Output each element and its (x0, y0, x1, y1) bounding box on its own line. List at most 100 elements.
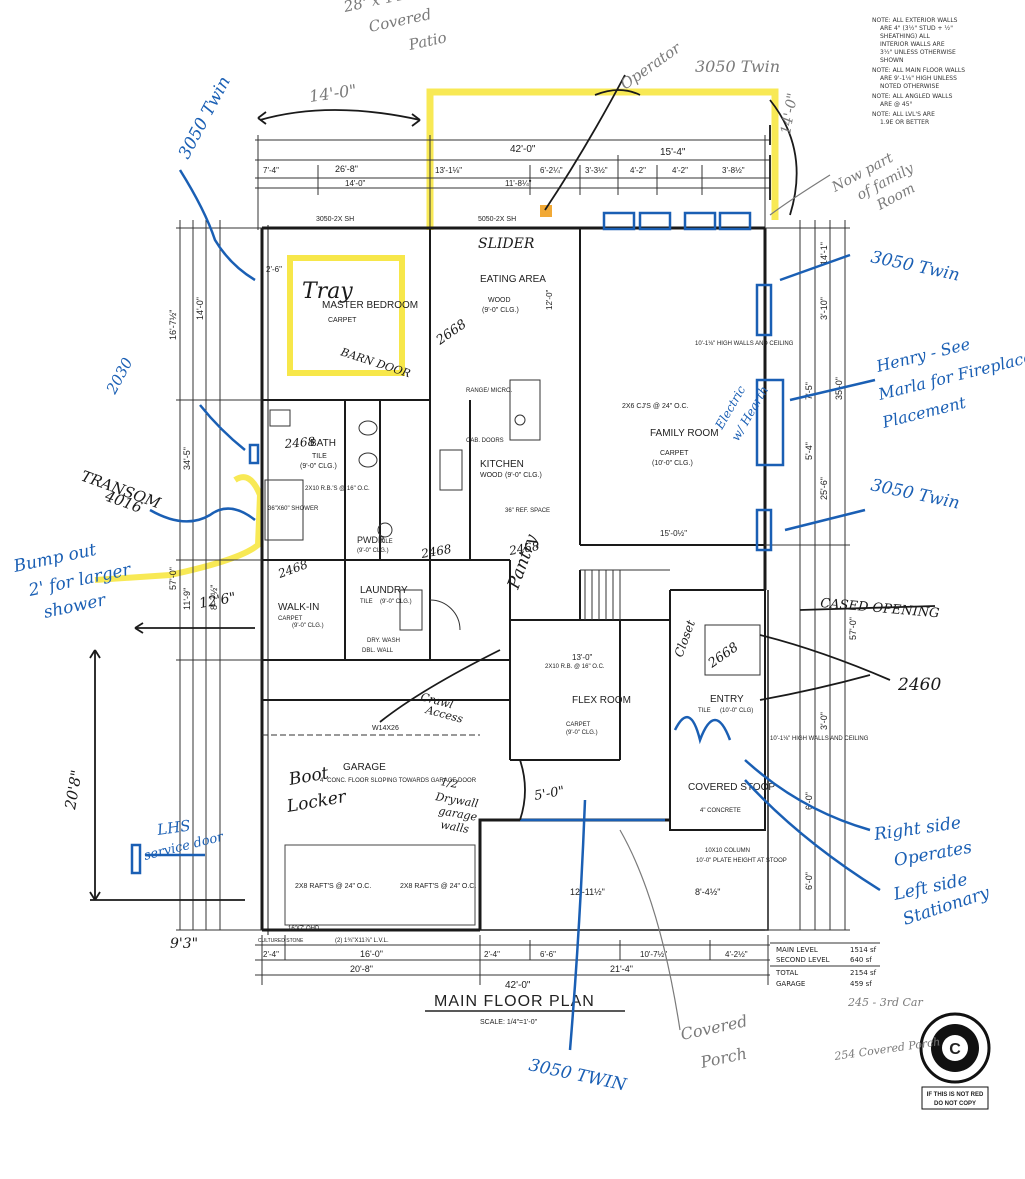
dim-top-seg-6: 4'-2" (630, 166, 646, 175)
window-label-top: 3050-2X SH (316, 216, 354, 223)
general-notes: NOTE: ALL EXTERIOR WALLS ARE 4" (3½" STU… (872, 17, 965, 126)
note-covered-porch-line: Covered (679, 1011, 749, 1044)
dim-stoop: 8'-4½" (695, 887, 720, 897)
area-label: TOTAL (775, 969, 798, 977)
black-markups (89, 74, 936, 901)
room-kitchen-ceiling: (9'-0" CLG.) (505, 472, 542, 479)
room-entry-name: ENTRY (710, 694, 744, 705)
room-bath-ceiling: (9'-0" CLG.) (300, 463, 337, 470)
room-flex-name: FLEX ROOM (572, 695, 631, 706)
room-stoop: COVERED STOOP 4" CONCRETE 10X10 COLUMN 1… (688, 782, 787, 864)
note-boot-line: Boot (286, 763, 330, 790)
room-eating-name: EATING AREA (480, 274, 546, 285)
note-covered-porch-line: Porch (698, 1044, 749, 1072)
room-family-finish: CARPET (660, 450, 689, 457)
room-garage-slab: 4" CONC. FLOOR SLOPING TOWARDS GARAGE DO… (320, 778, 477, 784)
dim-left-0: 16'-7½" (168, 310, 178, 340)
note-line: NOTE: ALL LVL'S ARE (872, 111, 935, 118)
room-garage-beam: W14X26 (372, 725, 399, 732)
area-table: MAIN LEVEL 1514 sf SECOND LEVEL 640 sf T… (770, 942, 880, 988)
blue-markups (130, 169, 881, 1051)
room-flex-dim: 13'-0" (572, 653, 593, 662)
note-tray: Tray (302, 279, 353, 304)
note-20-8: 20'8" (61, 769, 86, 812)
note-line: 1.9E OR BETTER (880, 119, 929, 126)
left-dimension-lines (176, 220, 262, 931)
drawing-scale: SCALE: 1/4"=1'-0" (480, 1019, 538, 1026)
dim-right-4: 25'-6" (819, 477, 829, 500)
dim-right-0: 14'-1" (819, 242, 829, 265)
note-boot-line: Locker (284, 787, 348, 817)
room-family-walls: 10'-1⅛" HIGH WALLS AND CEILING (695, 341, 794, 347)
note-2030: 2030 (102, 354, 136, 397)
dim-left-3: 11'-9" (182, 588, 192, 610)
room-family-dim: 15'-0½" (660, 529, 687, 538)
note-3050-twin-right-top: 3050 Twin (869, 247, 962, 285)
room-flex-ceiling: (9'-0" CLG.) (566, 730, 598, 736)
room-flex: FLEX ROOM CARPET (9'-0" CLG.) 2X10 R.B. … (545, 653, 631, 736)
room-garage-door: 16'X7' OHD (288, 926, 320, 932)
garage-door-outline (284, 844, 476, 926)
area-label: GARAGE (776, 980, 805, 988)
room-laundry-appliances: DRY. WASH (367, 638, 400, 644)
note-closet: Closet (672, 618, 698, 659)
dim-bottom-left: 20'-8" (350, 964, 373, 974)
stamp-caption: IF THIS IS NOT RED (927, 1092, 984, 1098)
dim-left-1: 14'-0" (195, 297, 205, 320)
room-laundry-dbl: DBL. WALL (362, 648, 394, 654)
room-eating: EATING AREA WOOD (9'-0" CLG.) 12'-0" (480, 274, 554, 314)
dim-left-5: 57'-0" (168, 567, 178, 590)
note-patio-line: Covered (367, 5, 433, 36)
room-pwdr: PWDR TILE (9'-0" CLG.) (357, 535, 393, 554)
dim-top-seg-8: 3'-8½" (722, 166, 745, 175)
room-pwdr-ceiling: (9'-0" CLG.) (357, 548, 389, 554)
fixtures (264, 379, 761, 676)
dim-garage-width: 12'-11½" (570, 887, 605, 897)
dim-left-4: 8'-7½" (209, 585, 219, 610)
note-3050-twin-top: 3050 Twin (695, 57, 780, 76)
room-stoop-finish: 4" CONCRETE (700, 808, 741, 814)
dim-top-seg-2: 13'-1⅛" (435, 166, 462, 175)
note-line: SHEATHING) ALL (880, 33, 931, 40)
note-drywall-line: 1/2 (439, 775, 459, 791)
dim-bottom-seg-1: 16'-0" (360, 949, 383, 959)
stamp-bottom: DRAFT (947, 1073, 964, 1079)
room-eating-dim: 12'-0" (545, 289, 554, 310)
note-2460: 2460 (897, 675, 941, 695)
room-kitchen-name: KITCHEN (480, 459, 524, 470)
area-label: SECOND LEVEL (776, 956, 830, 964)
dim-right-9: 6'-0" (804, 872, 814, 890)
dim-right-3: 5'-4" (804, 442, 814, 460)
note-14ft: 14'-0" (308, 81, 358, 106)
room-bath-joists: 2X10 R.B.'S @ 16" O.C. (305, 486, 370, 492)
bottom-dimension-lines (255, 935, 770, 985)
note-operates-line: Operates (892, 838, 973, 871)
dim-right-1: 3'-10" (819, 297, 829, 320)
dim-right-2: 7'-5" (804, 382, 814, 400)
slider-window-label: 5050-2X SH (478, 216, 516, 223)
stamp-top: ORIGINAL (943, 1020, 967, 1026)
room-stoop-name: COVERED STOOP (688, 782, 775, 793)
area-label: MAIN LEVEL (776, 946, 818, 954)
note-3050-twin-bottom: 3050 TWIN (527, 1055, 629, 1095)
note-14ft-right: 14'-0" (778, 92, 801, 136)
dim-top-seg-4: 6'-2¼" (540, 166, 563, 175)
dim-top-seg-3: 11'-8¼" (505, 179, 532, 188)
note-3rd-car: 245 - 3rd Car (847, 996, 923, 1009)
dim-right-7: 6'-0" (804, 792, 814, 810)
room-walkin-name: WALK-IN (278, 602, 319, 613)
room-garage: GARAGE 4" CONC. FLOOR SLOPING TOWARDS GA… (258, 725, 477, 944)
interior-walls (262, 228, 765, 820)
note-slider: SLIDER (478, 236, 535, 252)
area-value: 640 sf (850, 956, 872, 964)
dim-top-seg-0: 7'-4" (263, 166, 279, 175)
note-2468-c: 2468 (419, 542, 453, 561)
room-eating-finish: WOOD (488, 297, 511, 304)
room-garage-rafts-left: 2X8 RAFT'S @ 24" O.C. (295, 883, 371, 890)
room-family-name: FAMILY ROOM (650, 428, 719, 439)
note-9-3: 9'3" (170, 936, 198, 952)
room-kitchen-range: RANGE/ MICRO. (466, 388, 513, 394)
note-cased-opening: CASED OPENING (820, 596, 940, 621)
room-walkin: WALK-IN CARPET (9'-0" CLG.) (278, 602, 324, 629)
